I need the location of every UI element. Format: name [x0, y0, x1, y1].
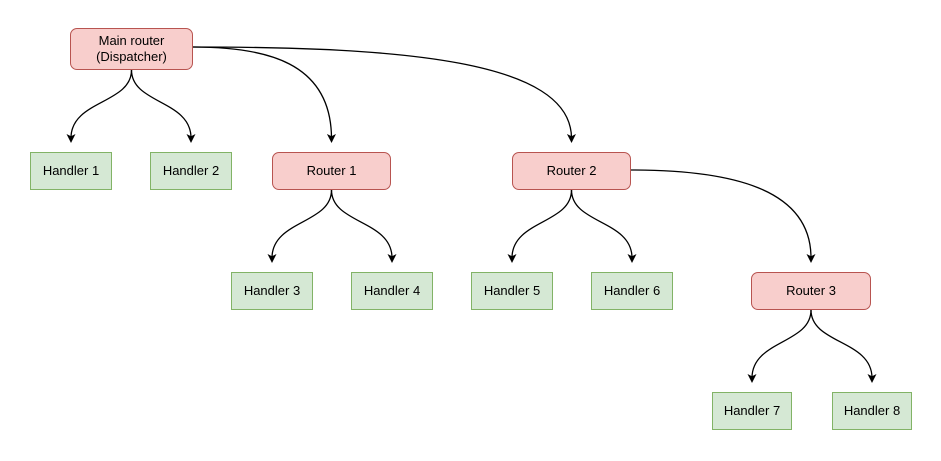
- node-router2[interactable]: Router 2: [512, 152, 631, 190]
- node-handler5[interactable]: Handler 5: [471, 272, 553, 310]
- node-handler3[interactable]: Handler 3: [231, 272, 313, 310]
- node-main[interactable]: Main router (Dispatcher): [70, 28, 193, 70]
- node-handler7[interactable]: Handler 7: [712, 392, 792, 430]
- node-label-handler3: Handler 3: [243, 283, 301, 298]
- edge-main-to-router1: [192, 46, 336, 143]
- edge-router3-to-handler8: [810, 309, 877, 383]
- edge-router2-to-handler6: [570, 189, 637, 263]
- node-label-handler7: Handler 7: [723, 403, 781, 418]
- node-handler8[interactable]: Handler 8: [832, 392, 912, 430]
- node-handler6[interactable]: Handler 6: [591, 272, 673, 310]
- node-handler2[interactable]: Handler 2: [150, 152, 232, 190]
- node-label-handler5: Handler 5: [483, 283, 541, 298]
- node-label-handler8: Handler 8: [843, 403, 901, 418]
- node-handler1[interactable]: Handler 1: [30, 152, 112, 190]
- node-label-router3: Router 3: [786, 283, 836, 298]
- edge-router2-to-handler5: [507, 189, 573, 263]
- edge-group: [66, 46, 877, 383]
- node-label-handler4: Handler 4: [363, 283, 421, 298]
- node-router3[interactable]: Router 3: [751, 272, 871, 310]
- node-label-router2: Router 2: [546, 163, 597, 178]
- node-label-handler2: Handler 2: [162, 163, 220, 178]
- node-label-router1: Router 1: [306, 163, 357, 178]
- edge-router1-to-handler3: [267, 189, 333, 263]
- edge-router3-to-handler7: [747, 309, 812, 383]
- edge-main-to-router2: [192, 46, 576, 143]
- node-handler4[interactable]: Handler 4: [351, 272, 433, 310]
- edge-router2-to-router3: [630, 169, 816, 263]
- node-label-handler1: Handler 1: [42, 163, 100, 178]
- edge-router1-to-handler4: [330, 189, 397, 263]
- node-label-handler6: Handler 6: [603, 283, 661, 298]
- node-router1[interactable]: Router 1: [272, 152, 391, 190]
- edge-main-to-handler2: [130, 69, 196, 143]
- node-label-main: Main router (Dispatcher): [96, 33, 167, 64]
- edge-main-to-handler1: [66, 69, 133, 143]
